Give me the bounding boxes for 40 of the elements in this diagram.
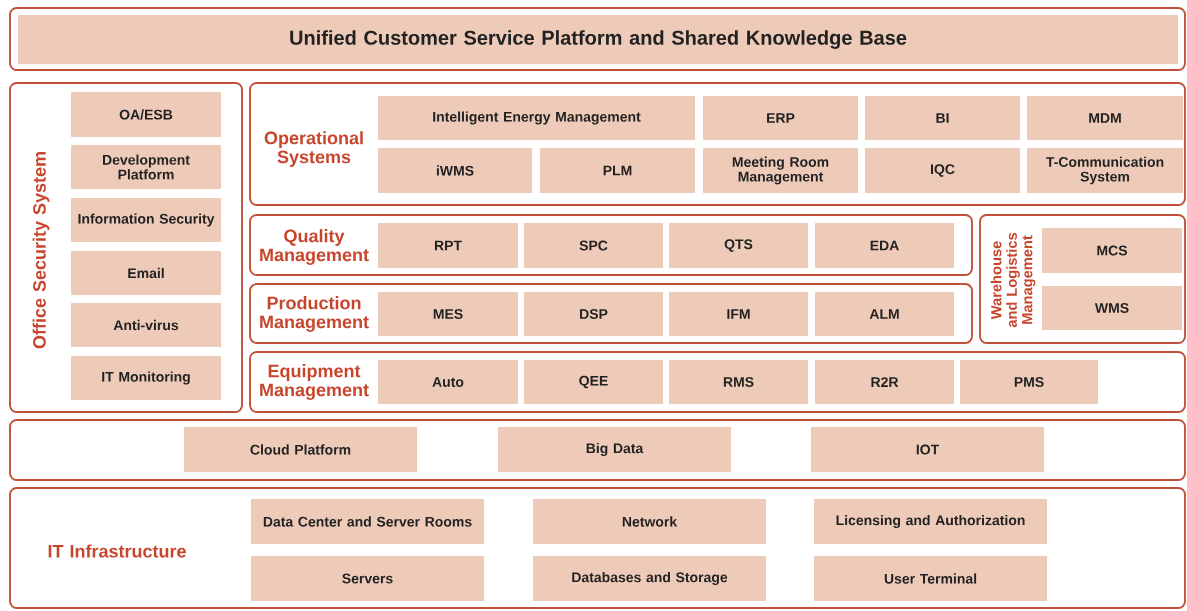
title-box: Unified Customer Service Platform and Shared Knowledge Base [18, 14, 1178, 65]
module-box: MCS [1042, 227, 1182, 274]
module-box: IQC [865, 147, 1020, 194]
module-box: QTS [669, 222, 808, 269]
module-box: Information Security [71, 198, 221, 242]
module-box: PMS [960, 360, 1098, 404]
module-box: BI [865, 96, 1020, 140]
module-box: RPT [378, 222, 518, 269]
module-box: R2R [815, 360, 954, 404]
module-box: QEE [524, 360, 663, 404]
module-box: RMS [669, 360, 808, 404]
module-box: MES [378, 292, 518, 336]
module-box: iWMS [378, 147, 532, 194]
module-box: ALM [815, 292, 954, 336]
module-box: Meeting Room Management [703, 147, 858, 194]
module-box: Intelligent Energy Management [377, 96, 696, 140]
module-box: IFM [669, 292, 808, 336]
module-box: MDM [1027, 96, 1183, 140]
module-box: IOT [811, 426, 1045, 473]
module-box: EDA [815, 222, 954, 269]
module-box: Servers [250, 556, 485, 602]
module-box: WMS [1042, 286, 1182, 330]
module-box: Data Center and Server Rooms [250, 498, 485, 545]
module-box: PLM [540, 147, 695, 194]
module-box: Licensing and Authorization [814, 498, 1048, 545]
module-box: OA/ESB [71, 91, 221, 138]
module-box: DSP [524, 292, 663, 336]
module-box: Auto [378, 360, 518, 404]
module-box: Network [533, 498, 767, 545]
module-box: Email [71, 251, 221, 295]
module-box: ERP [703, 96, 858, 140]
module-box: User Terminal [814, 556, 1048, 602]
module-box: Big Data [498, 426, 732, 473]
module-box: SPC [524, 222, 663, 269]
module-box: Anti-virus [71, 303, 221, 347]
module-box: Databases and Storage [533, 556, 767, 602]
module-box: Development Platform [71, 145, 221, 189]
module-box: IT Monitoring [71, 356, 221, 400]
module-box: Cloud Platform [183, 426, 418, 473]
module-box: T-Communication System [1027, 147, 1183, 194]
